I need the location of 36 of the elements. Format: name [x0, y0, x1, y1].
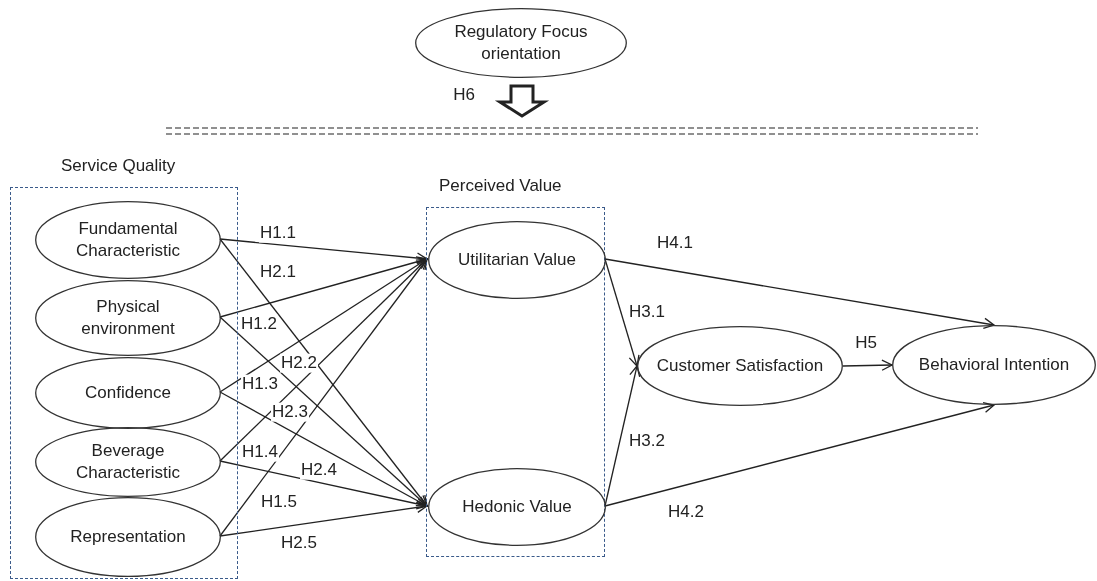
ellipse-node	[415, 8, 627, 78]
block-arrow	[494, 84, 550, 118]
ellipse-node	[35, 357, 221, 429]
ellipse-node	[35, 497, 221, 577]
arrow	[842, 359, 893, 371]
node-label: Confidence	[84, 381, 172, 404]
ellipse-node	[892, 325, 1096, 405]
edge-label: H2.3	[271, 402, 309, 422]
arrow	[219, 258, 428, 393]
edge-label: H2.2	[280, 353, 318, 373]
node-label: Utilitarian Value	[457, 248, 577, 271]
arrow	[219, 391, 428, 507]
arrow	[219, 501, 428, 537]
node-label: Physical environment	[80, 295, 176, 340]
ellipse-node	[35, 427, 221, 497]
arrow	[219, 258, 428, 462]
group-heading: Perceived Value	[439, 176, 562, 196]
node-label: Regulatory Focus orientation	[453, 20, 589, 65]
arrow	[219, 238, 428, 264]
edge-label: H1.4	[241, 442, 279, 462]
arrow	[604, 402, 995, 507]
edge-label: H2.4	[300, 460, 338, 480]
ellipse-node	[35, 201, 221, 279]
node-label: Fundamental Characteristic	[75, 217, 181, 262]
ellipse-node	[35, 280, 221, 356]
node-label: Beverage Characteristic	[75, 439, 181, 484]
ellipse-node	[428, 468, 606, 546]
group-heading: Service Quality	[61, 156, 176, 176]
ellipse-node	[428, 221, 606, 299]
arrow	[604, 258, 995, 329]
ellipse-node	[637, 326, 843, 406]
node-label: Representation	[69, 525, 187, 548]
node-label: Hedonic Value	[461, 495, 573, 518]
node-label: Customer Satisfaction	[655, 354, 825, 377]
node-label: Behavioral Intention	[917, 353, 1071, 376]
arrow	[219, 258, 428, 537]
